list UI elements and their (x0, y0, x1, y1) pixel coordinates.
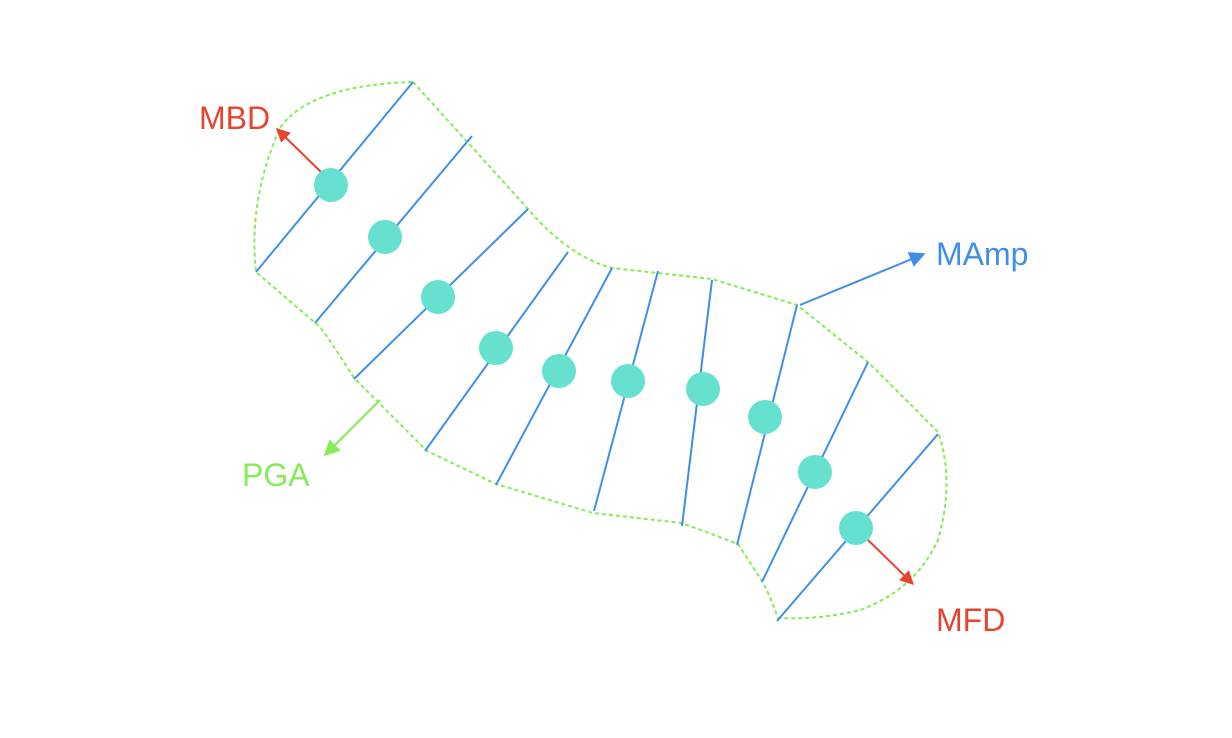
node (542, 354, 576, 388)
mfd-label: MFD (936, 602, 1005, 638)
mbd-arrow (275, 128, 323, 174)
node (798, 455, 832, 489)
mamp-arrow (799, 252, 926, 306)
node (686, 372, 720, 406)
rib-lines (255, 81, 939, 622)
mfd-arrow (865, 537, 915, 585)
mbd-label: MBD (199, 100, 270, 136)
node (748, 400, 782, 434)
node (421, 280, 455, 314)
node (479, 331, 513, 365)
pga-arrow (323, 399, 381, 457)
outline-boundary (253, 80, 948, 620)
pga-label: PGA (242, 457, 310, 493)
node (314, 168, 348, 202)
nodes (314, 168, 873, 545)
node (611, 364, 645, 398)
mamp-label: MAmp (936, 236, 1028, 272)
node (839, 511, 873, 545)
node (368, 220, 402, 254)
